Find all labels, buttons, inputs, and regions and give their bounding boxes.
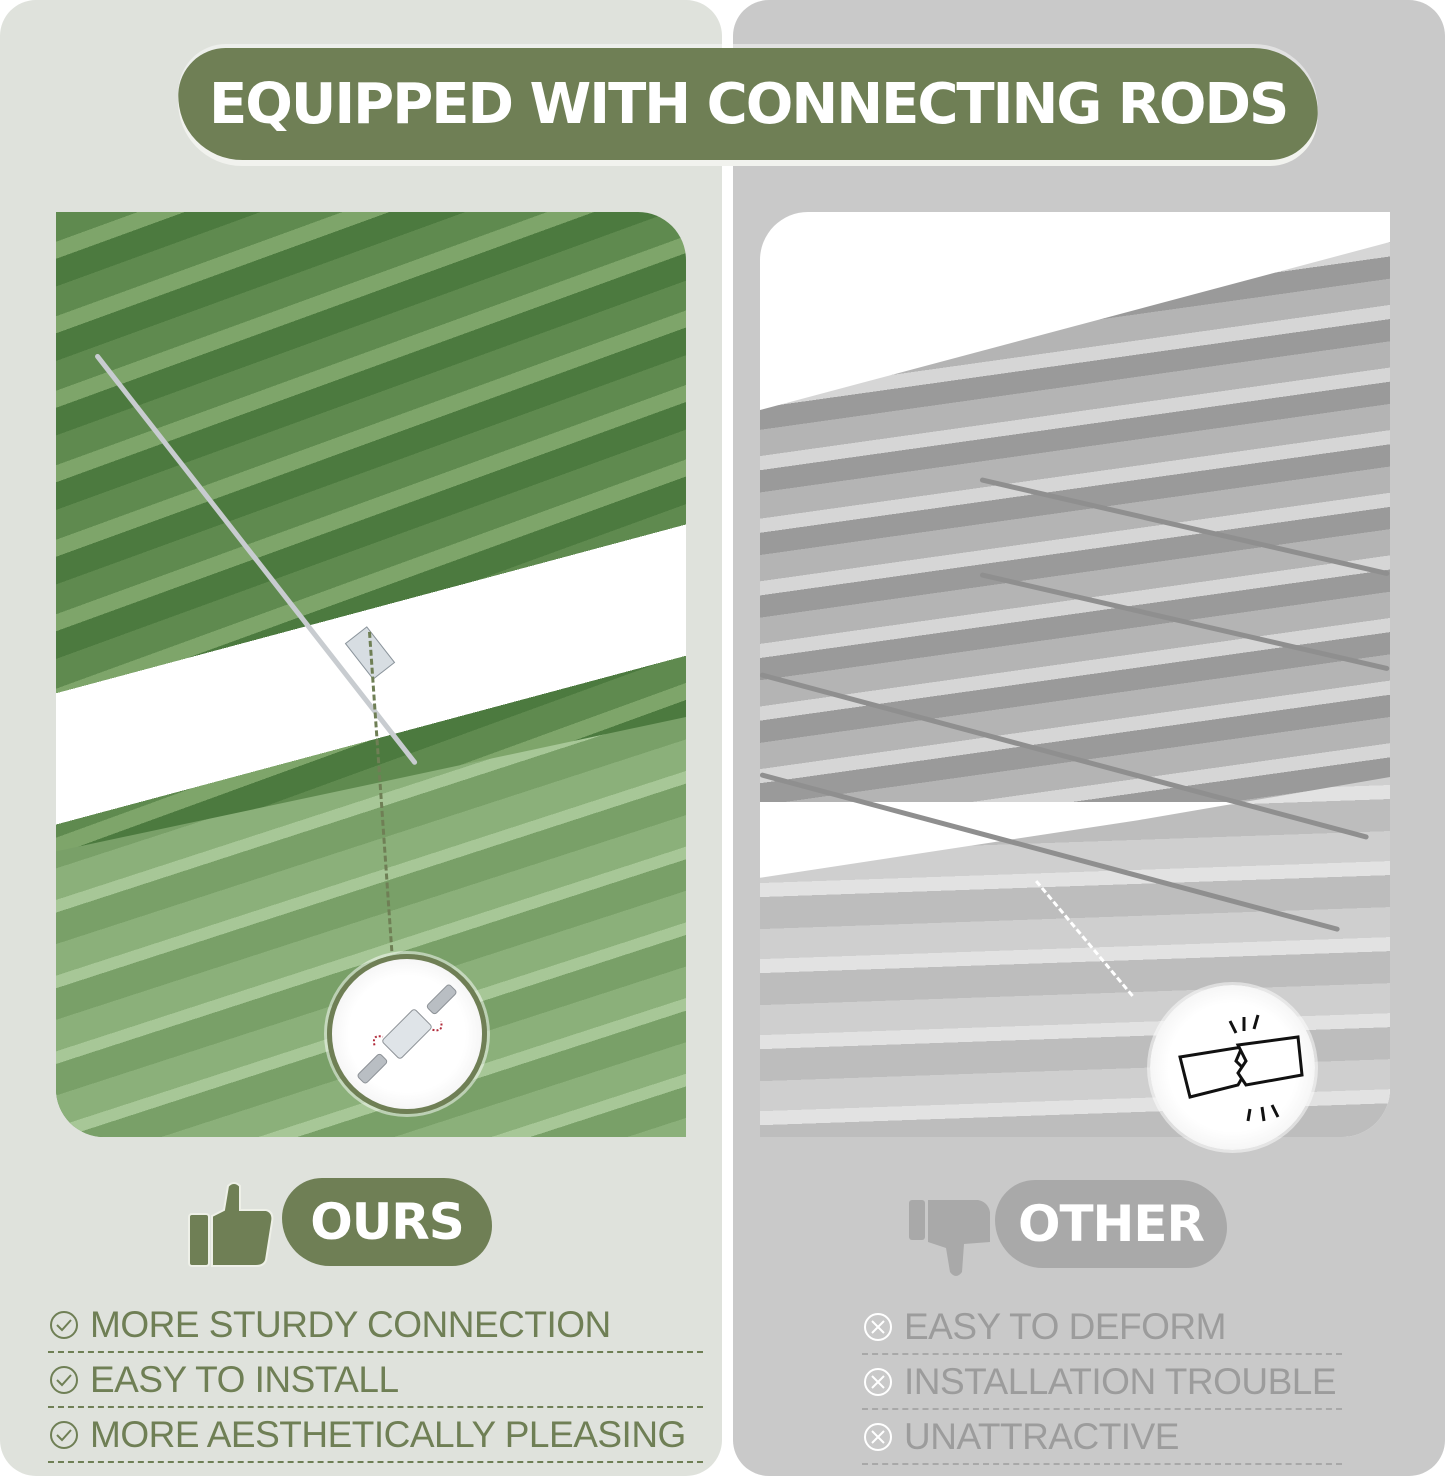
feature-item: UNATTRACTIVE bbox=[862, 1410, 1342, 1465]
feature-item: INSTALLATION TROUBLE bbox=[862, 1355, 1342, 1410]
coupling-detail-circle bbox=[327, 954, 487, 1114]
page-title: EQUIPPED WITH CONNECTING RODS bbox=[208, 71, 1288, 137]
ours-badge-label: OURS bbox=[310, 1193, 465, 1251]
ours-badge: OURS bbox=[282, 1178, 492, 1266]
broken-detail-circle bbox=[1150, 985, 1315, 1150]
title-banner: EQUIPPED WITH CONNECTING RODS bbox=[176, 48, 1320, 160]
ours-feature-list: MORE STURDY CONNECTION EASY TO INSTALL M… bbox=[48, 1298, 703, 1463]
x-circle-icon bbox=[864, 1312, 892, 1341]
feature-item: MORE AESTHETICALLY PLEASING bbox=[48, 1408, 703, 1463]
check-circle-icon bbox=[50, 1420, 78, 1449]
gray-bed-wall-back bbox=[760, 242, 1390, 802]
feature-label: UNATTRACTIVE bbox=[904, 1416, 1179, 1457]
x-circle-icon bbox=[864, 1422, 892, 1451]
thumbs-down-icon bbox=[909, 1200, 990, 1276]
feature-label: INSTALLATION TROUBLE bbox=[904, 1361, 1337, 1402]
feature-label: EASY TO INSTALL bbox=[90, 1359, 399, 1400]
feature-item: MORE STURDY CONNECTION bbox=[48, 1298, 703, 1353]
rod-coupling-nut-icon bbox=[357, 984, 457, 1084]
thumbs-up-icon bbox=[188, 1182, 274, 1267]
feature-label: EASY TO DEFORM bbox=[904, 1306, 1226, 1347]
broken-bar-icon bbox=[1178, 1014, 1304, 1122]
other-product-photo bbox=[760, 212, 1390, 1137]
check-circle-icon bbox=[50, 1365, 78, 1394]
other-badge-label: OTHER bbox=[1017, 1195, 1205, 1253]
x-circle-icon bbox=[864, 1367, 892, 1396]
feature-label: MORE AESTHETICALLY PLEASING bbox=[90, 1414, 686, 1455]
feature-item: EASY TO DEFORM bbox=[862, 1300, 1342, 1355]
other-badge: OTHER bbox=[995, 1180, 1227, 1268]
connecting-rod bbox=[94, 352, 419, 766]
feature-label: MORE STURDY CONNECTION bbox=[90, 1304, 611, 1345]
feature-item: EASY TO INSTALL bbox=[48, 1353, 703, 1408]
check-circle-icon bbox=[50, 1310, 78, 1339]
other-feature-list: EASY TO DEFORM INSTALLATION TROUBLE UNAT… bbox=[862, 1300, 1342, 1465]
